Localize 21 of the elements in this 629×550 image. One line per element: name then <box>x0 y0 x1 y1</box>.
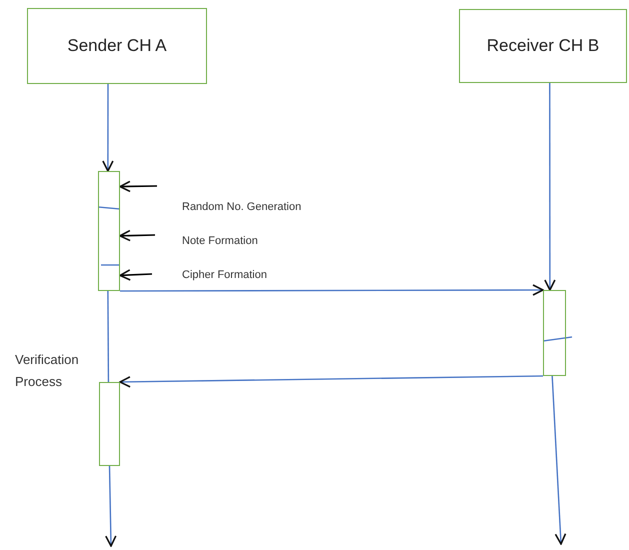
arrow <box>102 84 114 172</box>
arrow <box>552 376 566 545</box>
arrow <box>120 284 544 296</box>
arrow <box>119 180 158 192</box>
step-label: Verification Process <box>15 351 80 391</box>
activation-box <box>543 290 566 376</box>
step-label: Random No. Generation <box>182 201 302 213</box>
arrow <box>119 375 543 388</box>
lifeline <box>107 291 110 382</box>
activation-box <box>98 171 120 291</box>
arrow <box>544 83 556 291</box>
arrow <box>119 230 156 242</box>
step-label: Note Formation <box>182 235 258 247</box>
activation-box <box>99 382 120 466</box>
lifeline-box <box>459 9 627 83</box>
step-label: Cipher Formation <box>182 269 267 281</box>
arrow <box>119 269 152 281</box>
participant-name: Receiver CH B <box>486 36 600 56</box>
lifeline-box <box>27 8 207 84</box>
participant-name: Sender CH A <box>67 36 167 56</box>
arrow <box>105 466 117 547</box>
